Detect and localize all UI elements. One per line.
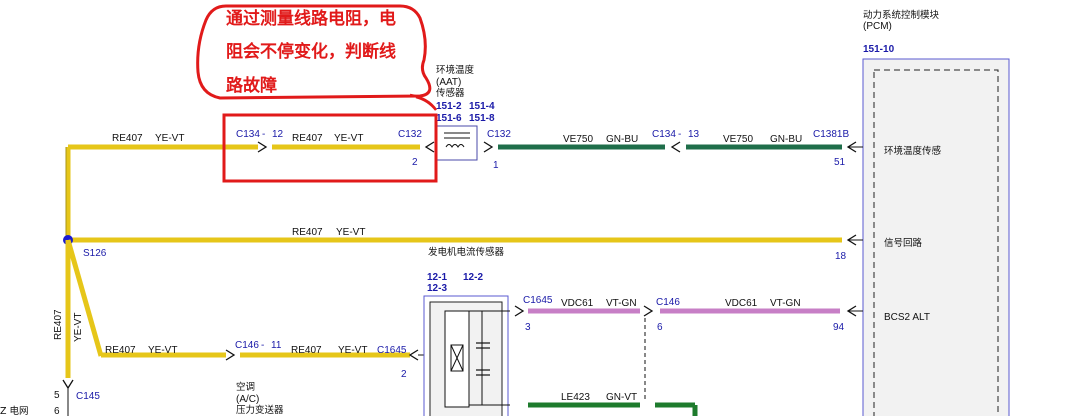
wire-color-ve750-right: GN-BU [770,134,802,145]
connector-c1645-row3-label[interactable]: C1645 [523,295,553,306]
connector-c146-row3-pin: 6 [657,322,663,333]
generator-current-sensor-label: 发电机电流传感器 [428,246,505,258]
ac-ref-2[interactable]: 12-2 [463,272,483,283]
callout-line-3: 路故障 [226,75,277,96]
wire-label-row2: RE407 [292,227,323,238]
fault-highlight-box [222,113,438,183]
aat-ref-2[interactable]: 151-4 [469,101,495,112]
connector-c134b-arrow [670,141,681,153]
connector-c1645-row3-arrow [514,305,525,317]
wire-label-vdc61-left: VDC61 [561,298,594,309]
connector-c146-row4-dash: - [261,340,264,351]
wire-label-le423: LE423 [561,392,590,403]
connector-c134-label[interactable]: C134 [236,129,260,140]
connector-c1381b-label[interactable]: C1381B [813,129,849,140]
connector-c1381b-pin: 51 [834,157,846,168]
wire-color-vertical: YE-VT [73,313,84,342]
pcm-pin-18: 18 [835,251,847,262]
connector-c146-row3-label[interactable]: C146 [656,297,680,308]
aat-sensor-abbrev: (AAT) [436,77,461,88]
wire-color-row2: YE-VT [336,227,365,238]
connector-c146-row4-label[interactable]: C146 [235,340,259,351]
pcm-title: 动力系统控制模块 [863,9,940,21]
pcm-pin-label-bcs2: BCS2 ALT [884,312,930,323]
connector-c132-right-label[interactable]: C132 [487,129,511,140]
pcm-pin-label-aat: 环境温度传感 [884,145,942,157]
connector-c134b-pin: 13 [688,129,700,140]
wire-label-vdc61-right: VDC61 [725,298,758,309]
connector-c146-row4-arrow [225,349,236,361]
wire-label-row1-left: RE407 [112,133,143,144]
pcm-pin-label-signal-return: 信号回路 [884,237,923,249]
wire-label-ve750-left: VE750 [563,134,593,145]
wire-color-vdc61-left: VT-GN [606,298,637,309]
aat-ref-3[interactable]: 151-6 [436,113,462,124]
wire-re407-diagonal[interactable] [65,239,104,357]
ac-transducer-title: 空调 [236,381,255,393]
connector-c132-right-pin: 1 [493,160,499,171]
aat-sensor-title: 环境温度 [436,64,475,76]
pcm-inner-dashed-box [873,69,999,416]
pcm-page-ref[interactable]: 151-10 [863,44,895,55]
splice-s126-label: S126 [83,248,107,259]
connector-c134-pin: 12 [272,129,284,140]
ac-ref-3[interactable]: 12-3 [427,283,447,294]
connector-c145-arrow [62,379,74,390]
aat-ref-1[interactable]: 151-2 [436,101,462,112]
wire-label-ve750-right: VE750 [723,134,753,145]
ac-transducer-subtitle: 压力变送器 [236,404,284,416]
aat-ref-4[interactable]: 151-8 [469,113,495,124]
connector-c146-row4-pin: 11 [271,340,282,351]
ac-ref-1[interactable]: 12-1 [427,272,447,283]
pcm-title-abbrev: (PCM) [863,21,892,32]
pcm-module-box[interactable] [862,58,1010,416]
pcm-pin-94: 94 [833,322,845,333]
thermistor-icon [445,144,465,148]
wire-label-vertical: RE407 [53,309,64,340]
ac-transducer-abbrev: (A/C) [236,394,259,405]
connector-c134b-label[interactable]: C134 [652,129,676,140]
wire-color-row4-right: YE-VT [338,345,367,356]
aat-sensor-box[interactable] [436,125,478,161]
connector-c1645-row4-arrow [408,349,419,361]
connector-c134b-dash: - [678,129,681,140]
callout-bubble [196,4,432,100]
wire-label-row1-mid: RE407 [292,133,323,144]
wire-label-row4-right: RE407 [291,345,322,356]
ac-transducer-cross-icon [450,344,464,372]
aat-sensor-subtitle: 传感器 [436,87,465,99]
connector-c1645-row4-label[interactable]: C1645 [377,345,407,356]
callout-line-2: 阻会不停变化，判断线 [226,41,396,62]
wire-color-vdc61-right: VT-GN [770,298,801,309]
connector-c1645-row3-pin: 3 [525,322,531,333]
callout-pointer [409,93,438,111]
connector-c145-pin-5: 5 [54,390,60,401]
callout-line-1: 通过测量线路电阻，电 [226,8,396,29]
connector-c134-dash: - [262,129,265,140]
connector-c132-left-arrow [424,141,435,153]
edge-fragment-label: Z 电网 [0,405,29,416]
connector-c132-left-pin: 2 [412,157,418,168]
connector-c146-row3-arrow [643,305,654,317]
wire-color-le423: GN-VT [606,392,637,403]
wire-label-row4-left: RE407 [105,345,136,356]
connector-c1645-row4-pin: 2 [401,369,407,380]
wire-color-row1-mid: YE-VT [334,133,363,144]
wire-color-row4-left: YE-VT [148,345,177,356]
connector-c132-left-label[interactable]: C132 [398,129,422,140]
connector-c132-right-arrow [483,141,494,153]
connector-c145-label[interactable]: C145 [76,391,100,402]
connector-c134-arrow [257,141,268,153]
wire-color-ve750-left: GN-BU [606,134,638,145]
connector-c145-pin-6: 6 [54,406,60,416]
wire-color-row1-left: YE-VT [155,133,184,144]
